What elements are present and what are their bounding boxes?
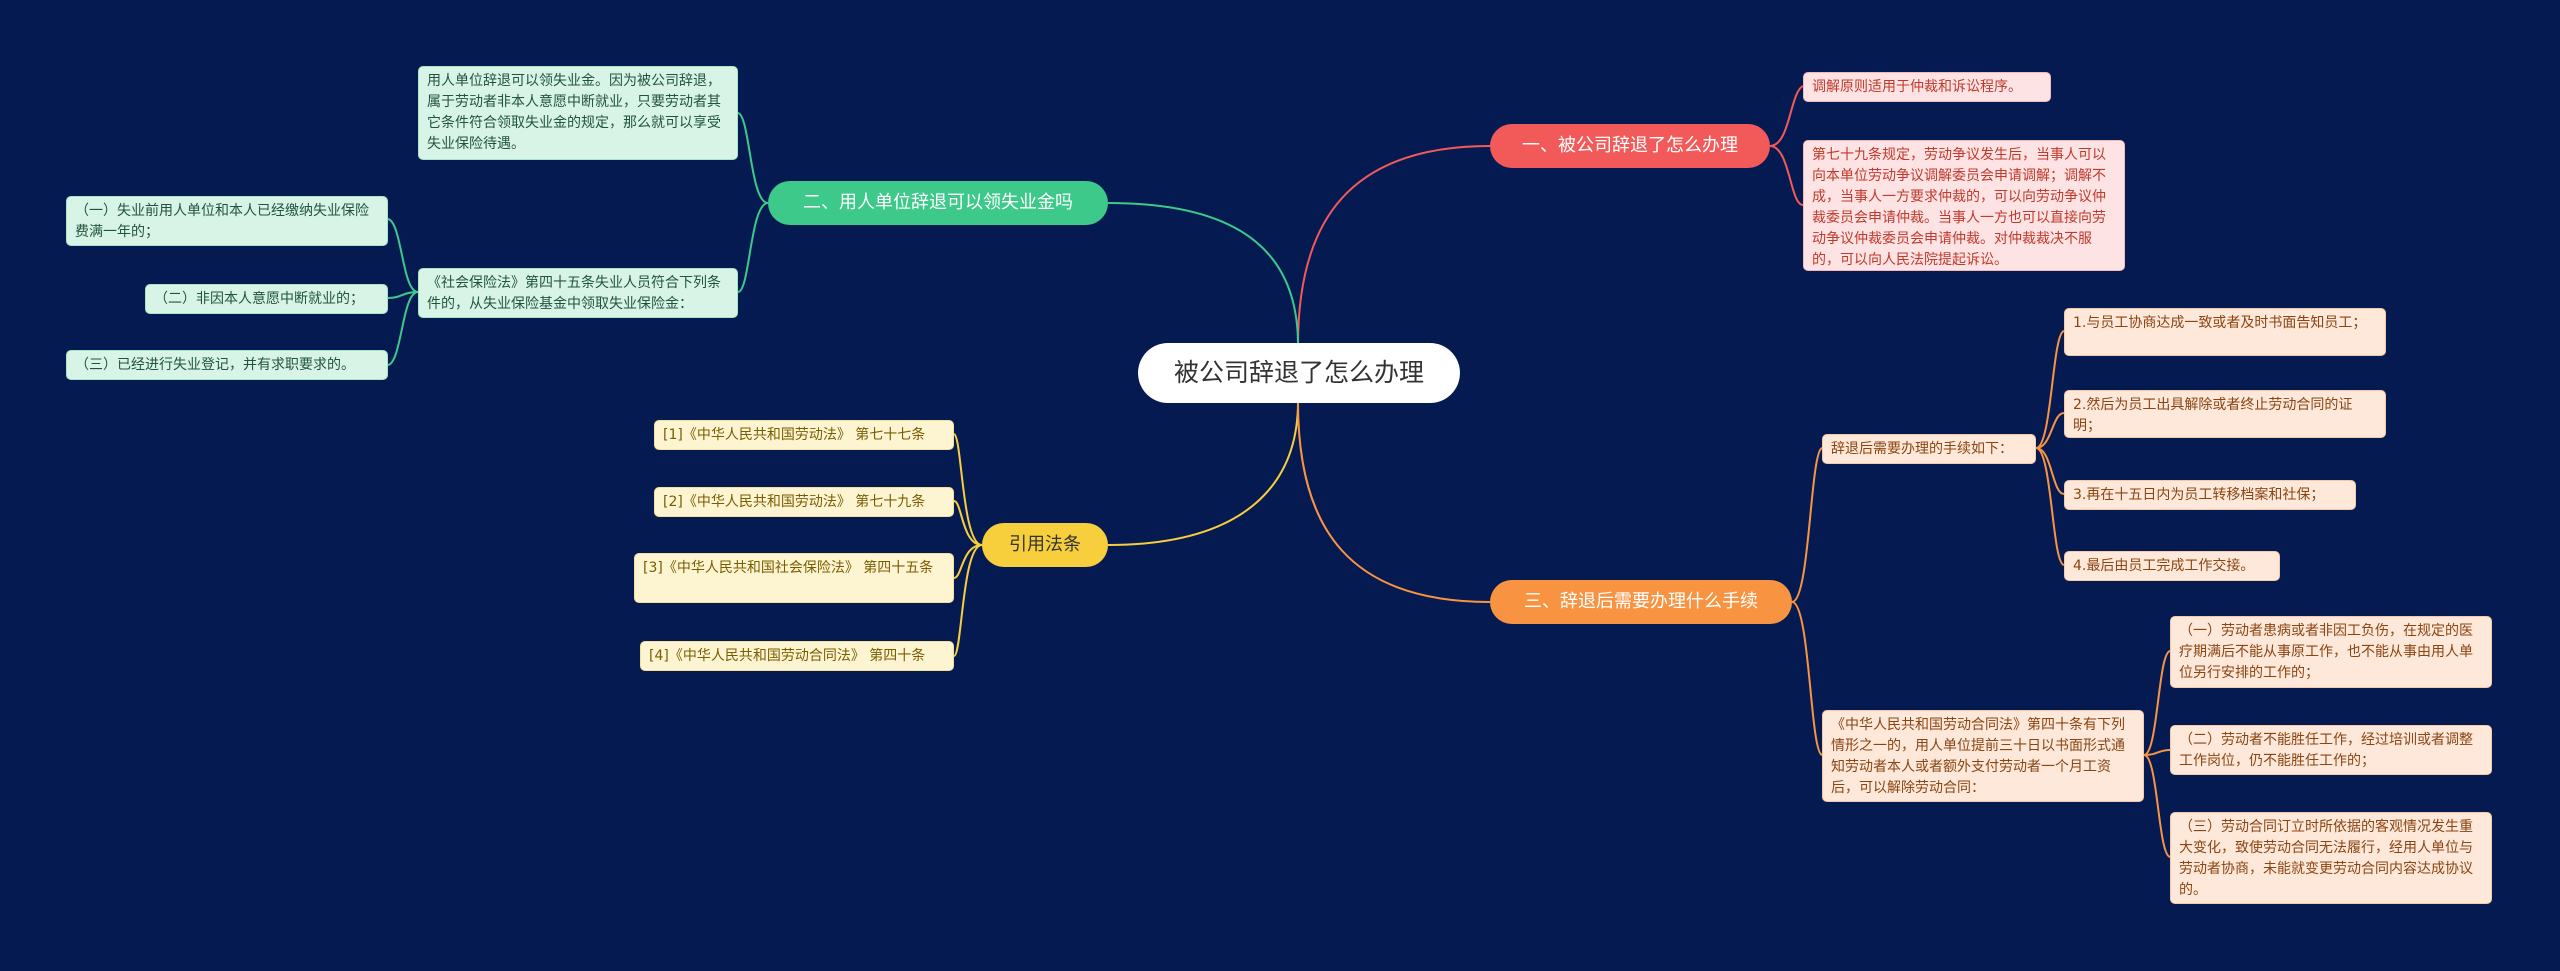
dismissal-case-2[interactable]: （二）劳动者不能胜任工作，经过培训或者调整工作岗位，仍不能胜任工作的；	[2170, 725, 2492, 775]
link-branch2-subs	[387, 218, 419, 366]
branch2-condition-2[interactable]: （二）非因本人意愿中断就业的；	[145, 284, 388, 314]
link-branch4-steps	[2035, 330, 2065, 566]
branch-post-dismissal-procedures[interactable]: 三、辞退后需要办理什么手续	[1490, 580, 1792, 624]
link-root-branch1	[1297, 145, 1491, 346]
link-root-branch4	[1297, 401, 1491, 603]
branch2-social-insurance-law[interactable]: 《社会保险法》第四十五条失业人员符合下列条件的，从失业保险基金中领取失业保险金：	[418, 268, 738, 318]
link-root-branch3	[1107, 401, 1299, 546]
dismissal-case-1[interactable]: （一）劳动者患病或者非因工负伤，在规定的医疗期满后不能从事原工作，也不能从事由用…	[2170, 616, 2492, 688]
link-branch3-items	[953, 433, 983, 657]
link-branch4-cases	[2143, 650, 2171, 858]
link-branch2-items	[737, 112, 769, 293]
branch1-article79[interactable]: 第七十九条规定，劳动争议发生后，当事人可以向本单位劳动争议调解委员会申请调解；调…	[1803, 140, 2125, 271]
procedure-step-3[interactable]: 3.再在十五日内为员工转移档案和社保；	[2064, 480, 2356, 510]
procedure-step-2[interactable]: 2.然后为员工出具解除或者终止劳动合同的证明；	[2064, 390, 2386, 438]
branch2-condition-3[interactable]: （三）已经进行失业登记，并有求职要求的。	[66, 350, 388, 380]
branch-unemployment-benefits[interactable]: 二、用人单位辞退可以领失业金吗	[768, 181, 1108, 225]
dismissal-case-3[interactable]: （三）劳动合同订立时所依据的客观情况发生重大变化，致使劳动合同无法履行，经用人单…	[2170, 812, 2492, 904]
link-branch4-items	[1791, 447, 1823, 756]
root-topic[interactable]: 被公司辞退了怎么办理	[1138, 343, 1460, 403]
link-root-branch2	[1107, 202, 1299, 346]
branch4-procedures-intro[interactable]: 辞退后需要办理的手续如下：	[1822, 434, 2036, 464]
cited-law-4[interactable]: [4]《中华人民共和国劳动合同法》 第四十条	[640, 641, 954, 671]
branch-dismissal-handling[interactable]: 一、被公司辞退了怎么办理	[1490, 124, 1770, 168]
procedure-step-1[interactable]: 1.与员工协商达成一致或者及时书面告知员工；	[2064, 308, 2386, 356]
branch4-labor-contract-article40[interactable]: 《中华人民共和国劳动合同法》第四十条有下列情形之一的，用人单位提前三十日以书面形…	[1822, 710, 2144, 802]
procedure-step-4[interactable]: 4.最后由员工完成工作交接。	[2064, 551, 2280, 581]
cited-law-3[interactable]: [3]《中华人民共和国社会保险法》 第四十五条	[634, 553, 954, 603]
branch2-answer[interactable]: 用人单位辞退可以领失业金。因为被公司辞退，属于劳动者非本人意愿中断就业，只要劳动…	[418, 66, 738, 160]
branch-cited-laws[interactable]: 引用法条	[982, 523, 1108, 567]
link-branch1-items	[1769, 85, 1804, 206]
cited-law-1[interactable]: [1]《中华人民共和国劳动法》 第七十七条	[654, 420, 954, 450]
branch2-condition-1[interactable]: （一）失业前用人单位和本人已经缴纳失业保险费满一年的；	[66, 196, 388, 246]
cited-law-2[interactable]: [2]《中华人民共和国劳动法》 第七十九条	[654, 487, 954, 517]
branch1-mediation-note[interactable]: 调解原则适用于仲裁和诉讼程序。	[1803, 72, 2051, 102]
